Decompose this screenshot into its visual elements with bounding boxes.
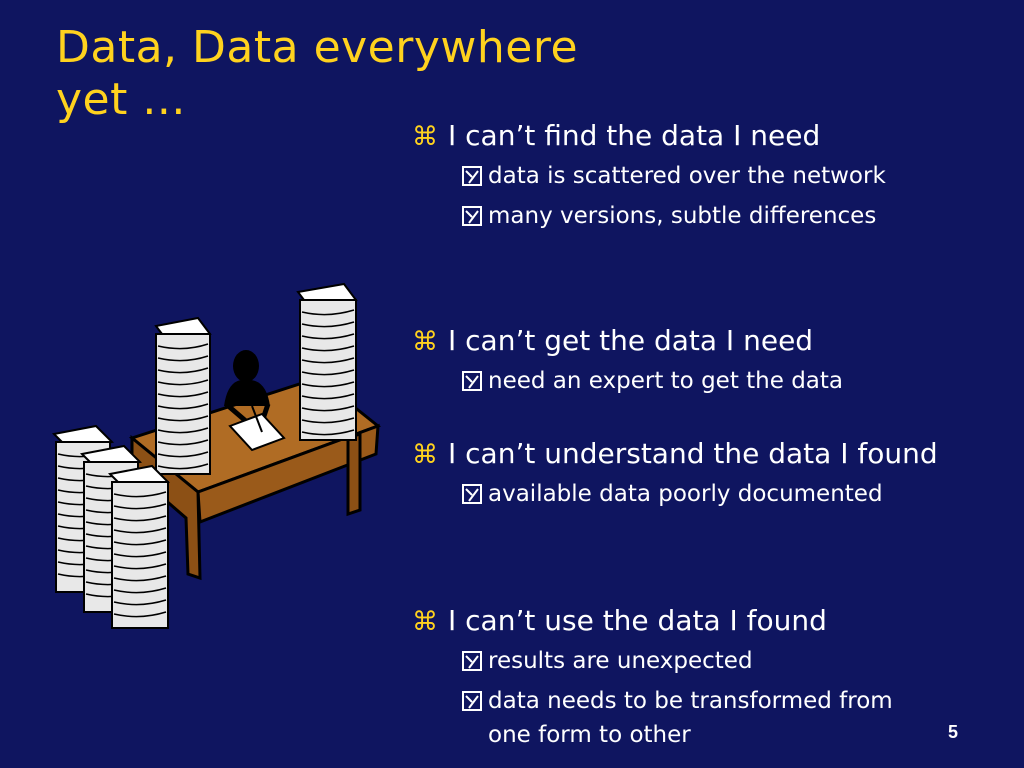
sub-bullet-text: results are unexpected [488, 648, 753, 674]
paper-sheet [228, 412, 286, 452]
checkbox-y-icon [462, 691, 482, 711]
bullet-text: I can’t understand the data I found [448, 437, 938, 470]
checkbox-y-icon [462, 206, 482, 226]
bullet-text: I can’t find the data I need [448, 119, 821, 152]
sub-bullet-item: results are unexpected [460, 644, 992, 678]
command-key-icon: ⌘ [412, 122, 438, 152]
bullet-text: I can’t use the data I found [448, 604, 827, 637]
paper-stack-front-3 [107, 464, 171, 629]
sub-bullet-item: available data poorly documented [460, 477, 992, 511]
page-number: 5 [947, 722, 958, 742]
checkbox-y-icon [462, 651, 482, 671]
sub-bullet-item: data is scattered over the network [460, 159, 992, 193]
command-key-icon: ⌘ [412, 440, 438, 470]
sub-bullet-text: need an expert to get the data [488, 368, 844, 394]
checkbox-y-icon [462, 484, 482, 504]
paper-stack-right-back [296, 282, 358, 441]
person-silhouette [224, 350, 271, 430]
command-key-icon: ⌘ [412, 607, 438, 637]
desk-with-paper-stacks-illustration [51, 282, 382, 629]
bullet-item: ⌘ I can’t use the data I found results a… [412, 601, 992, 752]
command-key-icon: ⌘ [412, 327, 438, 357]
sub-bullet-text: data needs to be transformed from one fo… [488, 688, 893, 748]
desk-leg [346, 431, 362, 517]
slide-title: Data, Data everywhere yet ... [56, 22, 579, 125]
paper-stack-left-back [154, 316, 212, 475]
bullet-item: ⌘ I can’t get the data I need need an ex… [412, 321, 992, 398]
sub-bullet-text: available data poorly documented [488, 481, 883, 507]
checkbox-y-icon [462, 166, 482, 186]
bullet-item: ⌘ I can’t understand the data I found av… [412, 434, 992, 511]
bullet-item: ⌘ I can’t find the data I need data is s… [412, 116, 992, 233]
sub-bullet-item: data needs to be transformed from one fo… [460, 684, 900, 752]
sub-bullet-item: need an expert to get the data [460, 364, 992, 398]
sub-bullet-text: data is scattered over the network [488, 163, 886, 189]
checkbox-y-icon [462, 371, 482, 391]
bullet-text: I can’t get the data I need [448, 324, 814, 357]
sub-bullet-item: many versions, subtle differences [460, 199, 992, 233]
sub-bullet-text: many versions, subtle differences [488, 203, 877, 229]
